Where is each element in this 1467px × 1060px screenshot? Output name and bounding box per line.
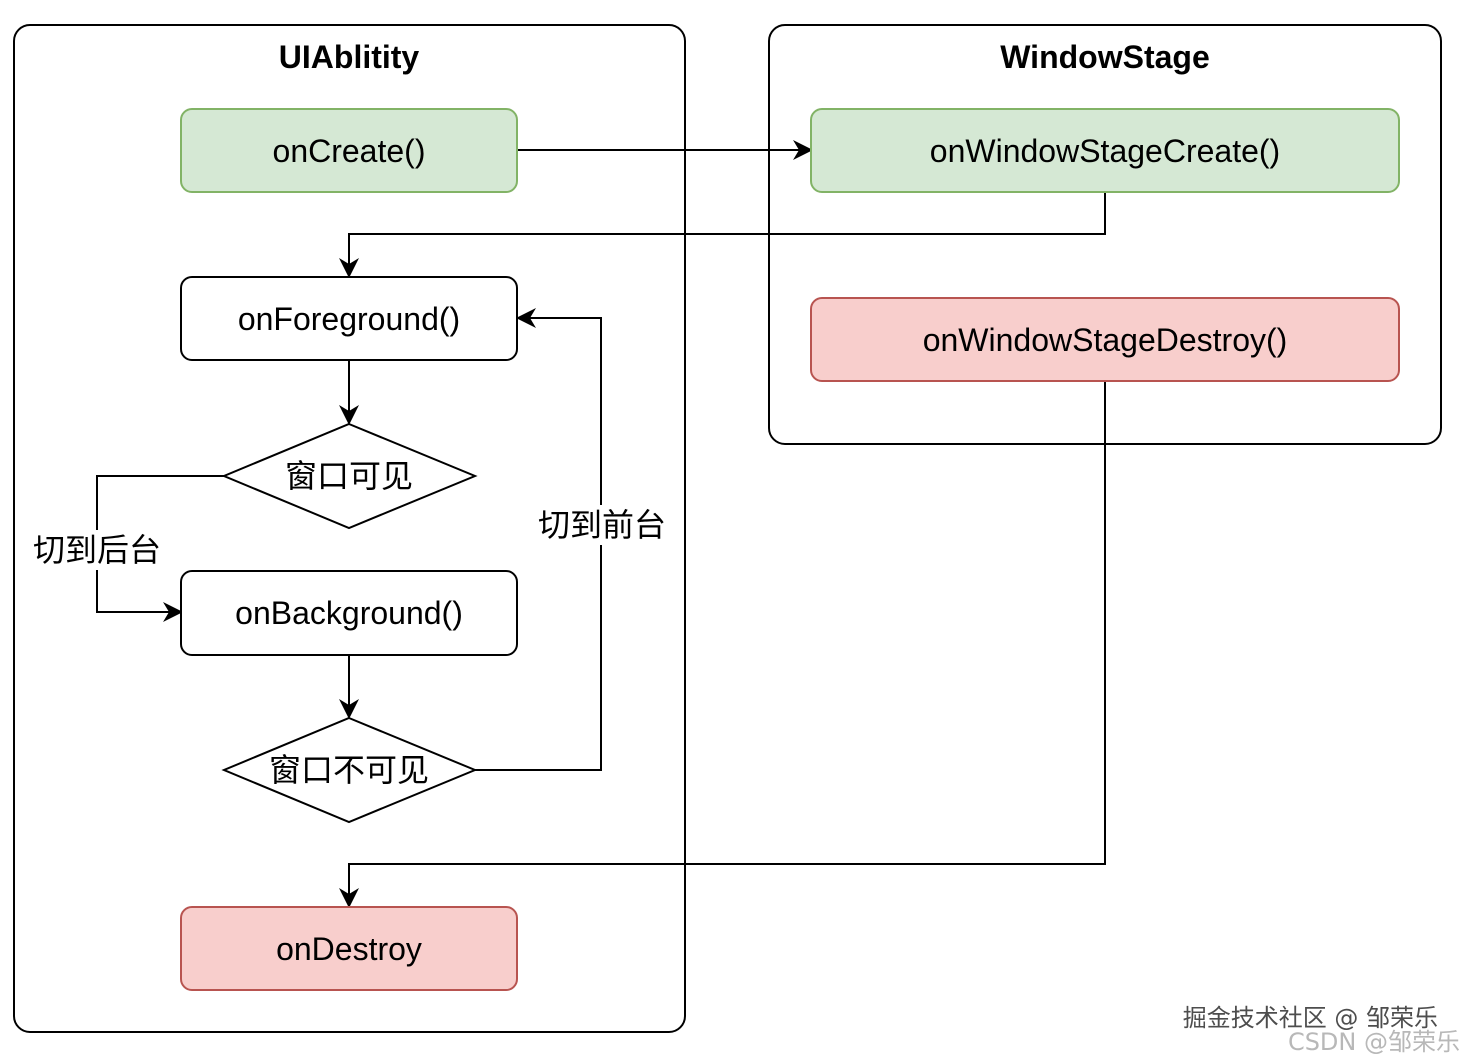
windowstage-title: WindowStage <box>1000 39 1209 75</box>
edge-label-to-background: 切到后台 <box>30 530 164 570</box>
edge-label-to-foreground: 切到前台 <box>535 505 669 545</box>
node-ondestroy: onDestroy <box>180 906 518 991</box>
decision-window-visible: 窗口可见 <box>221 422 478 530</box>
node-onwindowstagecreate: onWindowStageCreate() <box>810 108 1400 193</box>
uiability-title: UIAblitity <box>279 39 420 75</box>
edge-onwindowstagedestroy-to-ondestroy <box>339 382 1106 908</box>
decision-window-invisible-label: 窗口不可见 <box>269 751 429 789</box>
edge-label-to-background-text: 切到后台 <box>33 531 161 569</box>
node-onbackground-label: onBackground() <box>235 595 463 631</box>
watermark-csdn: CSDN @邹荣乐 <box>1288 1028 1460 1056</box>
decision-window-invisible: 窗口不可见 <box>221 716 478 824</box>
node-oncreate-label: onCreate() <box>273 133 426 169</box>
edge-onwindowstagecreate-to-onforeground <box>339 192 1106 278</box>
node-onwindowstagedestroy: onWindowStageDestroy() <box>810 297 1400 382</box>
node-onbackground: onBackground() <box>180 570 518 656</box>
decision-window-visible-label: 窗口可见 <box>285 457 413 495</box>
watermark-juejin: 掘金技术社区 @ 邹荣乐 <box>1183 1004 1438 1032</box>
edge-label-to-foreground-text: 切到前台 <box>538 506 666 544</box>
node-onwindowstagecreate-label: onWindowStageCreate() <box>930 133 1280 169</box>
node-onforeground-label: onForeground() <box>238 301 460 337</box>
node-onwindowstagedestroy-label: onWindowStageDestroy() <box>923 322 1288 358</box>
node-oncreate: onCreate() <box>180 108 518 193</box>
node-onforeground: onForeground() <box>180 276 518 361</box>
node-ondestroy-label: onDestroy <box>276 931 422 967</box>
